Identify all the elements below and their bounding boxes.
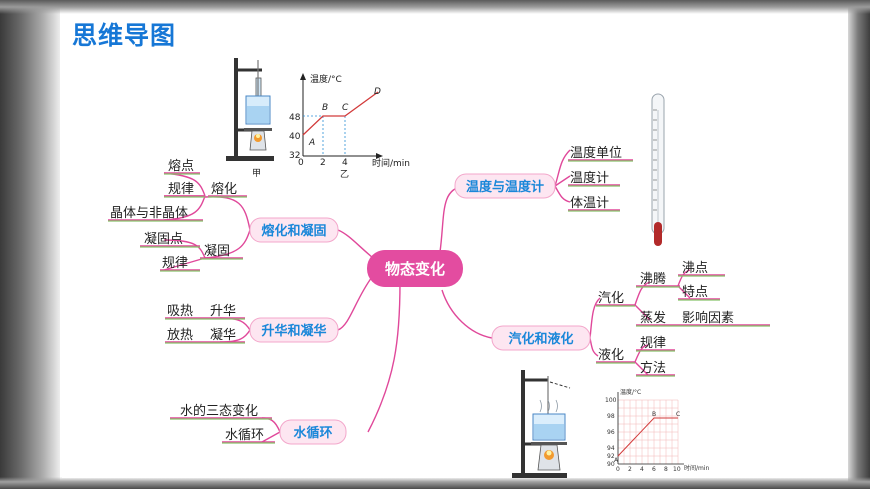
bottom-ytick-94: 94: [607, 445, 615, 452]
bottom-ytick-98: 98: [607, 413, 615, 420]
top-point-d: D: [374, 87, 381, 97]
top-ink-frame: [0, 0, 870, 14]
center-node: [367, 250, 463, 287]
leaf-crystal: 晶体与非晶体: [110, 206, 188, 221]
leaf-melt-rule: 规律: [168, 182, 194, 197]
melting-items: 熔化 熔点 规律 晶体与非晶体 凝固 凝固点 规律: [110, 159, 237, 271]
leaf-liquefy-rule: 规律: [640, 336, 666, 351]
leaf-boiling-point: 沸点: [682, 261, 708, 276]
branch-temperature-label: 温度与温度计: [466, 179, 544, 195]
leaf-three-states: 水的三态变化: [180, 403, 258, 419]
bottom-point-b: B: [652, 411, 656, 418]
top-point-b: B: [322, 103, 328, 113]
page-title: 思维导图: [72, 21, 177, 50]
top-xtick-2: 2: [320, 158, 326, 168]
top-point-a: A: [308, 138, 315, 148]
leaf-clinical-thermometer: 体温计: [570, 196, 609, 211]
thermometer-illustration: [651, 93, 665, 246]
right-ink-frame: [848, 0, 870, 489]
leaf-melt: 熔化: [211, 182, 237, 197]
leaf-solidify: 凝固: [204, 243, 230, 259]
top-ytick-40: 40: [289, 132, 301, 142]
leaf-factors: 影响因素: [682, 310, 734, 326]
leaf-boiling-feature: 特点: [682, 285, 708, 300]
top-graph-xlabel: 时间/min: [372, 157, 410, 169]
leaf-solid-rule: 规律: [162, 256, 188, 271]
top-ytick-32: 32: [289, 151, 300, 161]
bottom-graph-ylabel: 温度/°C: [620, 388, 641, 396]
leaf-liquefy-method: 方法: [640, 360, 666, 376]
leaf-vaporize: 汽化: [598, 291, 624, 306]
boiling-apparatus-illustration: [512, 370, 571, 478]
leaf-freezing-point: 凝固点: [144, 231, 183, 247]
top-graph-ylabel: 温度/°C: [310, 73, 342, 85]
bottom-xtick-10: 10: [673, 466, 681, 473]
temperature-items: 温度单位 温度计 体温计: [570, 145, 622, 211]
branch-sublimation: [249, 317, 339, 343]
branch-vapor-label: 汽化和液化: [508, 331, 573, 347]
center-label: 物态变化: [385, 260, 445, 278]
bottom-ytick-92: 92: [607, 453, 615, 460]
boiling-graph-grid: [618, 399, 679, 464]
branch-water-label: 水循环: [293, 425, 332, 441]
leaf-release-heat: 放热: [167, 328, 193, 343]
branch-sublimation-label: 升华和凝华: [261, 323, 326, 339]
top-ytick-48: 48: [289, 113, 301, 123]
vapor-items: 汽化 沸腾 沸点 特点 蒸发 影响因素 液化 规律 方法: [598, 261, 734, 376]
leaf-desublimate: 凝华: [210, 327, 236, 343]
top-point-c: C: [342, 103, 349, 113]
leaf-liquefy: 液化: [598, 348, 624, 363]
leaf-sublimate: 升华: [210, 304, 236, 319]
bottom-ink-frame: [0, 477, 870, 489]
underlines: [108, 160, 770, 444]
bottom-ytick-100: 100: [605, 397, 617, 404]
bottom-ytick-90: 90: [607, 461, 615, 468]
branch-water: [279, 419, 347, 445]
leaf-absorb-heat: 吸热: [167, 304, 193, 319]
top-xtick-0: 0: [298, 158, 304, 168]
leaf-evaporation: 蒸发: [640, 310, 666, 326]
left-ink-frame: [0, 0, 60, 489]
boiling-graph: 温度/°C 时间/min 100 98 96 94 92 90 0 2 4 6 …: [605, 388, 710, 473]
leaf-thermometer: 温度计: [570, 170, 609, 186]
melting-apparatus-illustration: 甲: [226, 58, 274, 179]
leaf-water-cycle: 水循环: [225, 428, 264, 443]
branch-melting-label: 熔化和凝固: [261, 223, 326, 239]
bottom-xtick-6: 6: [652, 466, 656, 473]
melting-graph: 温度/°C 时间/min 48 40 32 0 2 4 A B C D 乙: [289, 73, 410, 180]
leaf-melting-point: 熔点: [168, 159, 194, 174]
bottom-ytick-96: 96: [607, 429, 615, 436]
caption-yi: 乙: [340, 169, 349, 180]
bottom-graph-xlabel: 时间/min: [684, 464, 710, 472]
branch-melting: [249, 217, 339, 243]
leaf-boiling: 沸腾: [640, 271, 666, 287]
branch-vapor: [491, 325, 591, 351]
bottom-point-c: C: [676, 411, 680, 418]
bottom-xtick-0: 0: [616, 466, 620, 473]
leaf-temp-unit: 温度单位: [570, 145, 622, 161]
caption-jia: 甲: [252, 168, 261, 179]
bottom-xtick-4: 4: [640, 466, 644, 473]
branch-temperature: [454, 173, 556, 199]
top-xtick-4: 4: [342, 158, 348, 168]
bottom-point-a: A: [614, 457, 619, 464]
bottom-xtick-2: 2: [628, 466, 632, 473]
bottom-xtick-8: 8: [664, 466, 668, 473]
connectors: [108, 149, 770, 443]
water-items: 水的三态变化 水循环: [180, 403, 264, 443]
sublimation-items: 吸热 升华 放热 凝华: [167, 304, 236, 343]
